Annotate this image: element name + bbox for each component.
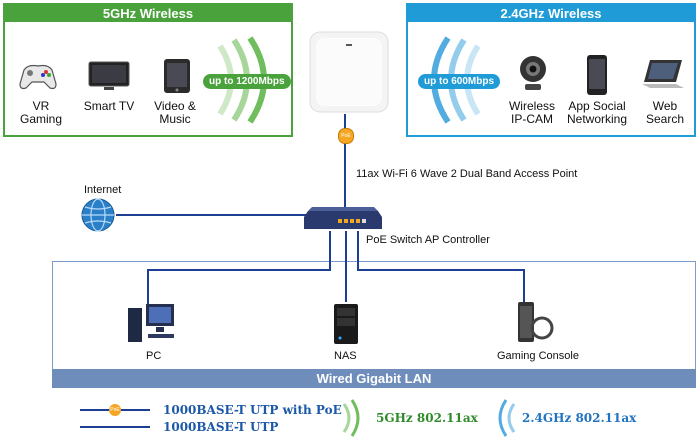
game-controller-icon (19, 64, 57, 90)
legend-poe-label: 1000BASE-T UTP with PoE (163, 403, 342, 417)
switch-label: PoE Switch AP Controller (366, 234, 490, 246)
device-app-line2: Networking (566, 112, 628, 126)
poe-cable-ap (344, 114, 346, 210)
smart-tv-icon (88, 61, 130, 90)
device-web-line2: Search (645, 112, 685, 126)
legend-5ghz-waves-icon (342, 399, 360, 437)
globe-icon (81, 198, 115, 232)
device-video-line2: Music (159, 112, 191, 126)
device-vr-line2: Gaming (19, 112, 63, 126)
gaming-console-icon (518, 302, 554, 342)
device-vr-gaming-label: VR Gaming (6, 100, 76, 126)
legend-poe-dot-icon: PoE (109, 404, 121, 416)
internet-label: Internet (84, 184, 122, 196)
legend-utp-label: 1000BASE-T UTP (163, 420, 279, 434)
internet-cable (116, 214, 308, 216)
device-vr-line1: VR (32, 99, 50, 113)
nas-icon (334, 304, 358, 344)
tablet-icon (164, 59, 190, 93)
lan-device-nas-label: NAS (334, 350, 357, 362)
legend-5ghz-label: 5GHz 802.11ax (376, 411, 478, 425)
device-ipcam-label: Wireless IP-CAM (497, 100, 567, 126)
device-ipcam-line1: Wireless (508, 99, 555, 113)
desktop-pc-icon (128, 304, 174, 342)
poe-injector-icon: PoE (338, 128, 354, 144)
panel-5ghz-title: 5GHz Wireless (5, 5, 291, 22)
wired-lan-title: Wired Gigabit LAN (52, 369, 696, 388)
device-web-line1: Web (652, 99, 678, 113)
lan-device-pc-label: PC (146, 350, 162, 362)
speed-badge-5ghz: up to 1200Mbps (203, 74, 291, 89)
device-smart-tv-line1: Smart TV (83, 99, 135, 113)
lan-device-gaming-console-label: Gaming Console (497, 350, 579, 362)
legend-utp-line (80, 426, 150, 428)
legend-24ghz-label: 2.4GHz 802.11ax (522, 411, 637, 425)
speed-badge-24ghz: up to 600Mbps (418, 74, 501, 89)
device-video-music-label: Video & Music (140, 100, 210, 126)
access-point-label: 11ax Wi-Fi 6 Wave 2 Dual Band Access Poi… (356, 168, 578, 180)
device-ipcam-line2: IP-CAM (511, 112, 553, 126)
panel-24ghz-title: 2.4GHz Wireless (408, 5, 694, 22)
laptop-icon (642, 60, 684, 88)
poe-switch-icon (304, 207, 382, 229)
legend-24ghz-waves-icon (498, 399, 516, 437)
smartphone-icon (587, 55, 607, 95)
device-app-social-label: App Social Networking (562, 100, 632, 126)
ip-camera-icon (520, 56, 546, 90)
access-point-icon (309, 31, 389, 113)
device-smart-tv-label: Smart TV (74, 100, 144, 113)
device-web-search-label: Web Search (630, 100, 700, 126)
device-app-line1: App Social (568, 99, 626, 113)
device-video-line1: Video & (154, 99, 196, 113)
